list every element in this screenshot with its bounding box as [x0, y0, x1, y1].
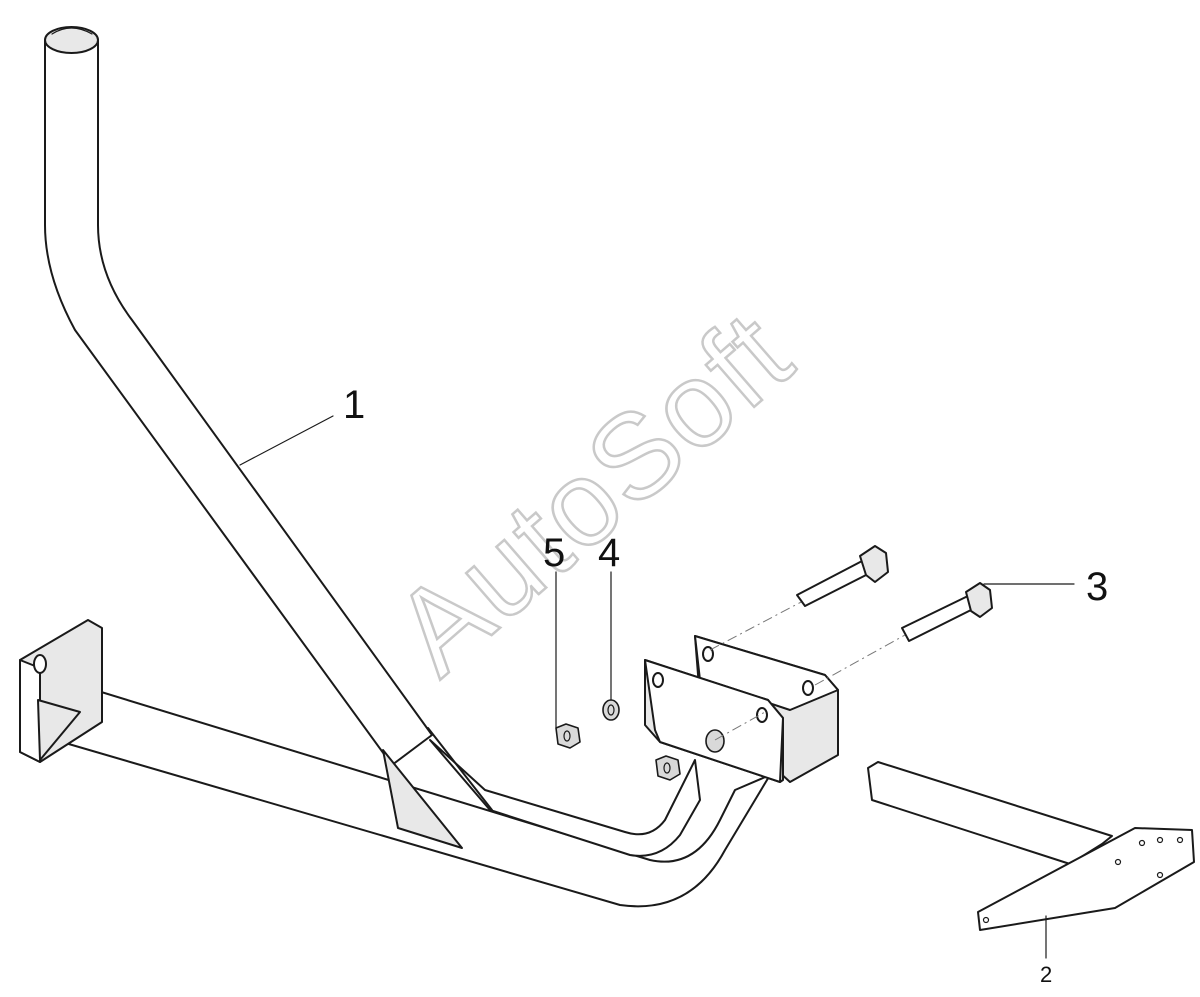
bracket-hole-6: [1156, 871, 1164, 879]
callout-1: 1: [343, 383, 365, 427]
clamp-plate-rear-face: [694, 635, 839, 711]
nut-lower-hole: [663, 762, 671, 774]
nut-upper: [555, 723, 581, 749]
watermark-text: AutoSoft: [369, 286, 816, 700]
centerline-middle: [814, 634, 906, 686]
part-4-washer: 4: [598, 531, 620, 721]
callout-2: 2: [1040, 962, 1052, 987]
plate-hole-front-2: [756, 707, 768, 723]
frame-upright-tube: [44, 39, 433, 766]
callout-5: 5: [543, 531, 565, 575]
gusset-left: [37, 699, 81, 761]
leader-line-1: [239, 415, 334, 466]
bracket-hole-4: [1156, 836, 1164, 844]
part-3-bolts: 3: [796, 545, 1108, 642]
nut-upper-hole: [563, 730, 571, 742]
gusset-center-edge: [427, 727, 493, 811]
clamp-plates: [644, 635, 839, 783]
plate-center-washer: [705, 729, 725, 753]
gusset-center: [382, 749, 463, 849]
callout-4: 4: [598, 531, 620, 575]
part-5-nuts: 5: [543, 531, 681, 781]
frame-mount-plate-face: [19, 659, 41, 763]
assembly-center-lines: [709, 599, 906, 741]
bracket-plate: [977, 827, 1195, 931]
bolt-upper-shank: [796, 559, 873, 607]
bolt-lower-head: [965, 582, 993, 618]
frame-junction-tube: [429, 739, 701, 857]
plate-hole-front-1: [652, 672, 664, 688]
lock-washer-hole: [607, 704, 615, 716]
plate-hole-rear-1: [702, 646, 714, 662]
bolt-lower-shank: [901, 594, 978, 642]
bracket-hole-2: [1114, 858, 1122, 866]
centerline-upper: [709, 599, 806, 651]
callout-3: 3: [1086, 565, 1108, 609]
mount-hole: [33, 654, 47, 674]
part-1-frame: 1: [19, 26, 771, 908]
tube-top-cap: [44, 26, 99, 54]
bracket-hole-3: [1138, 839, 1146, 847]
bracket-bar: [867, 761, 1113, 865]
plate-hole-rear-2: [802, 680, 814, 696]
bracket-hole-5: [1176, 836, 1184, 844]
clamp-plate-front-face: [644, 659, 784, 783]
part-2-bracket: 2: [867, 761, 1195, 987]
bolt-upper-head: [859, 545, 889, 583]
centerline-lower: [714, 711, 766, 741]
lock-washer: [602, 699, 620, 721]
nut-lower: [655, 755, 681, 781]
bracket-hole-1: [982, 916, 990, 924]
tube-top-shade: [51, 27, 93, 35]
